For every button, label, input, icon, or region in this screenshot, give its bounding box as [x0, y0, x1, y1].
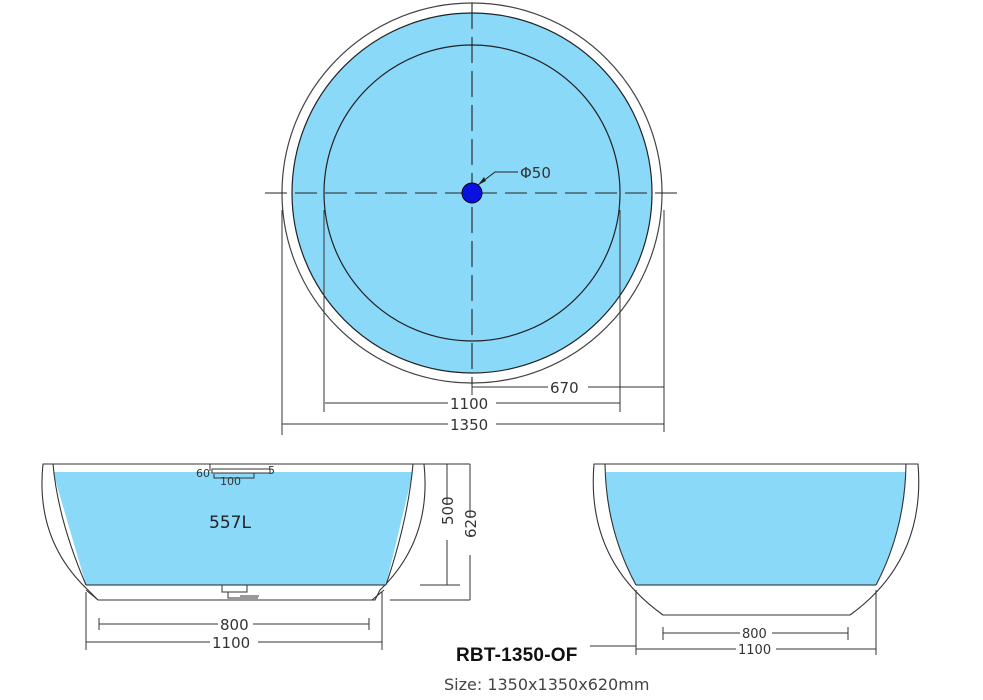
overflow-dim-60: 60: [196, 467, 210, 480]
dim-800-front: 800: [220, 616, 249, 634]
drain-icon: [461, 182, 483, 204]
dim-1350: 1350: [450, 416, 488, 434]
dim-1100-front: 1100: [212, 634, 250, 652]
side-view: 800 1100: [590, 463, 920, 658]
overflow-dim-100: 100: [220, 475, 241, 488]
drain-diameter-label: Φ50: [520, 164, 551, 182]
dim-670: 670: [550, 379, 579, 397]
dim-800-side: 800: [742, 627, 767, 642]
model-number: RBT-1350-OF: [456, 645, 578, 666]
front-view: 60 5 100 557L 500 620 800 1100: [41, 463, 480, 652]
dim-1100-top: 1100: [450, 395, 488, 413]
volume-label: 557L: [209, 513, 251, 533]
dim-620: 620: [462, 509, 480, 538]
dim-500: 500: [439, 496, 457, 525]
top-view: Φ50 670 1100 1350: [265, 2, 680, 435]
dim-1100-side: 1100: [738, 643, 771, 658]
overflow-dim-5: 5: [268, 464, 275, 477]
size-label: Size: 1350x1350x620mm: [444, 675, 650, 694]
